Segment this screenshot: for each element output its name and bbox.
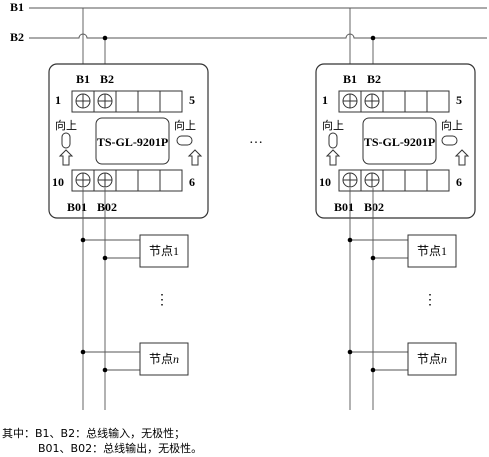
right-node-n-label: 节点n: [417, 352, 447, 366]
legend-note-line2: B01、B02：总线输出，无极性。: [38, 442, 203, 455]
left-node-n-label: 节点n: [149, 352, 179, 366]
left-bottom-screw-2: [97, 172, 113, 188]
left-bottom-screw-1: [75, 172, 91, 188]
right-up-label-right: 向上: [441, 118, 463, 132]
left-up-arrow-right-icon: [187, 149, 203, 166]
left-vertical-ellipsis: ⋮: [155, 293, 169, 308]
left-pin-1: 1: [55, 93, 61, 107]
right-in-b2-label: B2: [367, 72, 381, 86]
right-vertical-ellipsis: ⋮: [423, 293, 437, 308]
right-pin-10: 10: [319, 175, 331, 189]
right-top-screw-2: [364, 93, 380, 109]
right-pin-1: 1: [322, 93, 328, 107]
right-up-arrow-left-icon: [325, 149, 341, 166]
right-model-label: TS-GL-9201P: [364, 135, 435, 149]
left-out-b01-label: B01: [67, 200, 87, 214]
right-module: B1 B2 1 5 TS-GL-9201P 向上 向上 10 6: [315, 8, 476, 410]
right-top-screw-1: [342, 93, 358, 109]
right-noden-junction-a: [347, 349, 353, 355]
right-model-panel: [362, 117, 437, 165]
left-up-arrow-left-icon: [58, 149, 74, 166]
left-node1-junction-b: [102, 255, 108, 261]
left-in-b1-label: B1: [76, 72, 90, 86]
right-led-right: [441, 135, 458, 146]
left-out-b02-label: B02: [97, 200, 117, 214]
right-bottom-screw-2: [364, 172, 380, 188]
left-up-label-left: 向上: [55, 118, 77, 132]
modules-ellipsis: …: [249, 132, 263, 147]
right-node-1-box: [407, 234, 457, 268]
right-out-b01-label: B01: [334, 200, 354, 214]
left-led-left: [61, 132, 71, 149]
right-node1-junction-b: [370, 255, 376, 261]
left-b2-junction: [102, 35, 108, 41]
left-node-1-box: [139, 234, 189, 268]
right-pin-5: 5: [456, 93, 462, 107]
right-noden-junction-b: [370, 367, 376, 373]
left-up-label-right: 向上: [174, 118, 196, 132]
left-top-screw-1: [75, 93, 91, 109]
right-led-left: [328, 132, 338, 149]
left-top-screw-2: [97, 93, 113, 109]
right-up-label-left: 向上: [322, 118, 344, 132]
right-node-n-box: [407, 342, 457, 376]
left-noden-junction-a: [80, 349, 86, 355]
right-b2-junction: [370, 35, 376, 41]
left-in-b2-label: B2: [100, 72, 114, 86]
left-node1-junction-a: [80, 237, 86, 243]
bus-b2-label: B2: [10, 30, 24, 44]
legend-note-line1: 其中：B1、B2：总线输入，无极性；: [2, 427, 186, 440]
left-model-label: TS-GL-9201P: [97, 135, 168, 149]
right-node1-junction-a: [347, 237, 353, 243]
left-pin-10: 10: [52, 175, 64, 189]
left-led-right: [176, 135, 193, 146]
right-in-b1-label: B1: [343, 72, 357, 86]
right-up-arrow-right-icon: [454, 149, 470, 166]
left-module: B1 B2 1 5 TS-GL-9201P 向上 向上 10 6: [48, 8, 209, 410]
bus-b2-line: [29, 33, 487, 39]
left-model-panel: [95, 117, 170, 165]
right-bottom-screw-1: [342, 172, 358, 188]
left-noden-junction-b: [102, 367, 108, 373]
right-out-b02-label: B02: [364, 200, 384, 214]
left-pin-6: 6: [189, 175, 195, 189]
left-node-n-box: [139, 342, 189, 376]
right-pin-6: 6: [456, 175, 462, 189]
bus-b1-label: B1: [10, 0, 24, 14]
left-node-1-label: 节点1: [149, 244, 179, 258]
right-node-1-label: 节点1: [417, 244, 447, 258]
left-pin-5: 5: [189, 93, 195, 107]
